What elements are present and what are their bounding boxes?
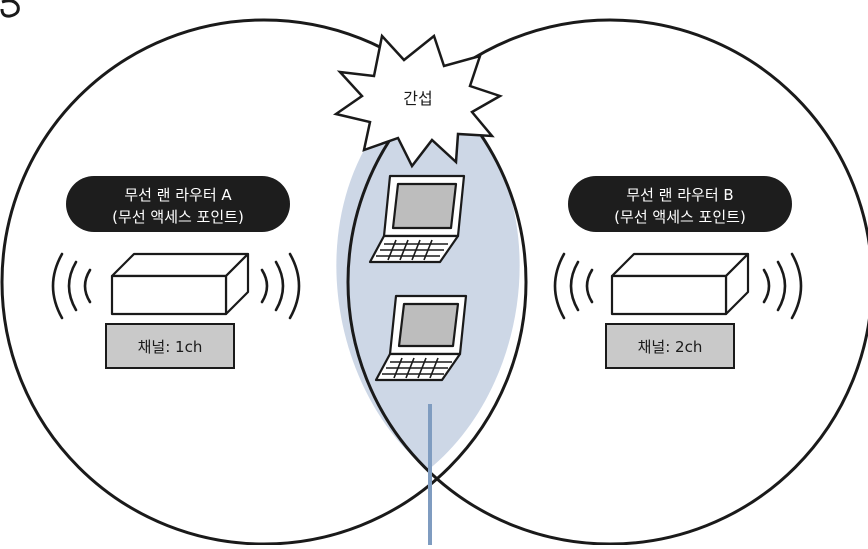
coverage-circle-b — [346, 18, 868, 546]
router-b-device-icon — [610, 252, 750, 316]
router-b-title-line1: 무선 랜 라우터 B — [626, 186, 733, 204]
cropped-heading-glyph — [0, 0, 20, 18]
laptop-top-icon — [368, 174, 466, 264]
router-a-title-pill — [66, 176, 290, 232]
router-b-signal-waves-right-icon — [762, 252, 803, 320]
interference-starburst — [332, 33, 504, 169]
router-b-title-line2: (무선 액세스 포인트) — [614, 208, 746, 226]
router-a-channel-label: 채널: 1ch — [138, 338, 203, 356]
router-b-channel-label: 채널: 2ch — [638, 338, 703, 356]
router-a-device-icon — [110, 252, 250, 316]
router-a-title-line1: 무선 랜 라우터 A — [124, 186, 232, 204]
router-a-signal-waves-right-icon — [260, 252, 301, 320]
router-a-channel-box — [105, 323, 235, 369]
laptop-bottom-icon — [374, 294, 468, 382]
router-b-signal-waves-left-icon — [553, 252, 594, 320]
router-b-channel-box — [605, 323, 735, 369]
router-b-title-pill — [568, 176, 792, 232]
interference-label: 간섭 — [403, 89, 432, 108]
router-a-signal-waves-left-icon — [51, 252, 92, 320]
router-a-title-line2: (무선 액세스 포인트) — [112, 208, 244, 226]
coverage-circle-a — [0, 18, 528, 546]
